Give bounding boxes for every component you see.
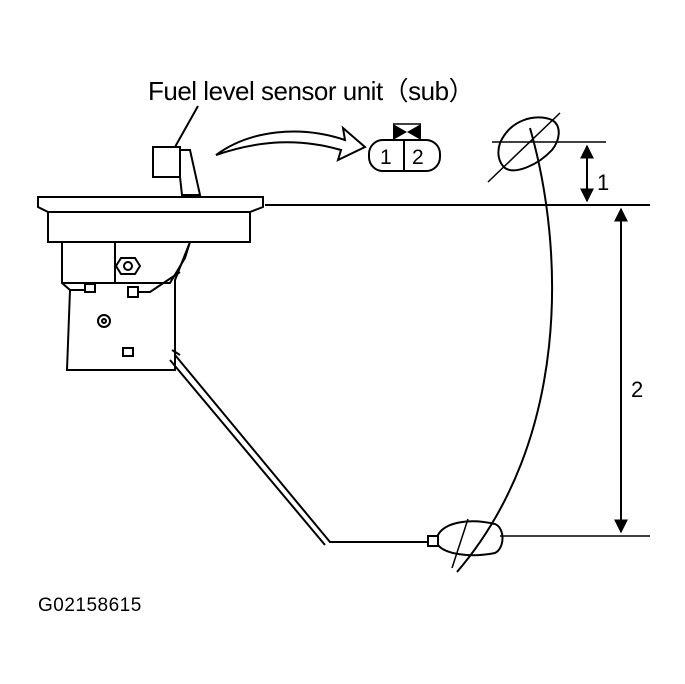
float-travel-arc bbox=[456, 127, 554, 573]
sender-housing bbox=[61, 241, 191, 371]
float-top-icon bbox=[487, 112, 561, 183]
title-leader-line bbox=[174, 105, 199, 148]
nut-icon bbox=[114, 257, 142, 275]
connector-pin-1: 1 bbox=[380, 146, 392, 169]
curved-arrow-icon bbox=[215, 125, 367, 162]
screw-icon bbox=[97, 314, 111, 328]
float-arm bbox=[169, 354, 439, 547]
figure-code: G02158615 bbox=[38, 595, 142, 616]
float-icon bbox=[437, 518, 504, 569]
connector-icon bbox=[368, 123, 441, 172]
connector-pin-2: 2 bbox=[412, 146, 424, 169]
flange-plate bbox=[37, 196, 264, 243]
dimension-1-label: 1 bbox=[597, 170, 609, 195]
dimension-2-label: 2 bbox=[631, 377, 643, 402]
sensor-unit bbox=[152, 146, 202, 196]
title-label: Fuel level sensor unit（sub） bbox=[148, 76, 474, 106]
